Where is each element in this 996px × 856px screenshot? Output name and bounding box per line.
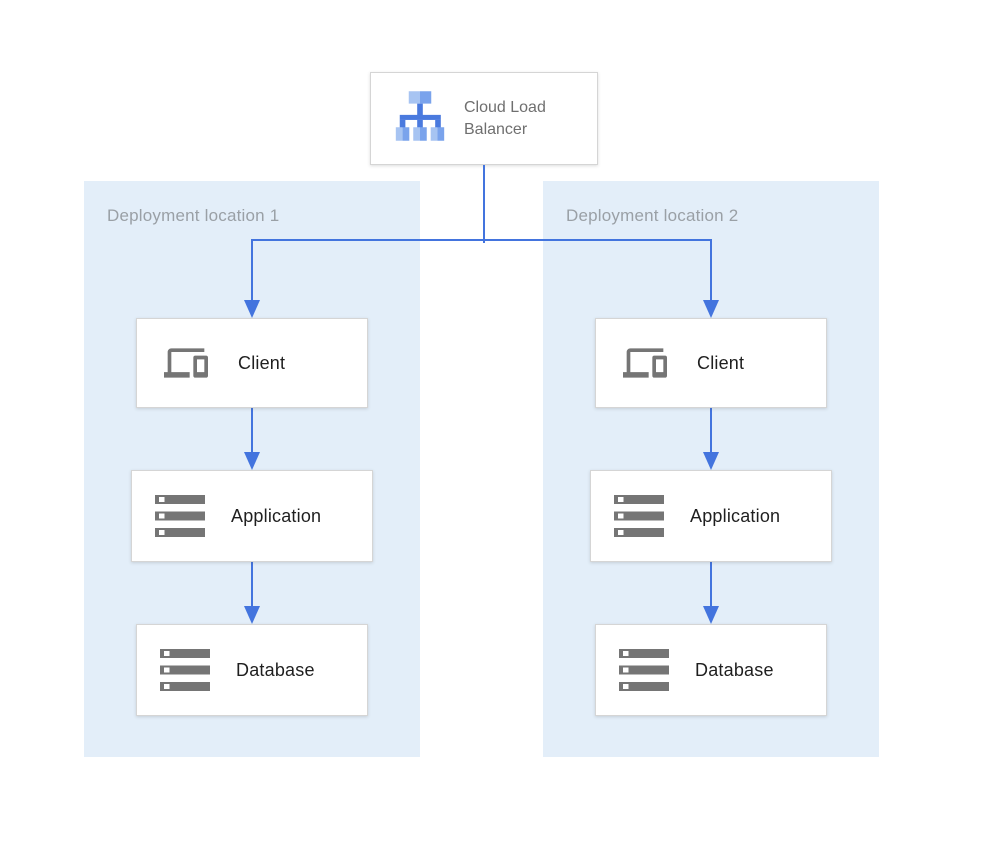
node-label: Database	[236, 659, 315, 680]
arrow-down-to-client-1	[244, 300, 260, 318]
zone-1-label: Deployment location 1	[107, 206, 280, 225]
arrow-down-to-database-2	[703, 606, 719, 624]
devices-icon	[160, 341, 212, 385]
load-balancer-icon	[393, 88, 447, 149]
client-node-2: Client	[595, 318, 827, 408]
zone-2-label: Deployment location 2	[566, 206, 739, 225]
connector-branch-right	[710, 239, 712, 301]
node-label: Client	[238, 352, 286, 373]
connector-split-bar	[251, 239, 712, 241]
connector-app-db-2	[710, 562, 712, 607]
devices-icon	[619, 341, 671, 385]
node-label: Application	[231, 505, 322, 526]
application-node-1: Application	[131, 470, 373, 562]
node-label: Application	[690, 505, 781, 526]
node-label: Client	[697, 352, 745, 373]
database-node-1: Database	[136, 624, 368, 716]
load-balancer-label: Cloud Load Balancer	[464, 98, 546, 138]
database-node-2: Database	[595, 624, 827, 716]
server-stack-icon	[155, 495, 205, 537]
arrow-down-to-application-1	[244, 452, 260, 470]
server-stack-icon	[619, 649, 669, 691]
server-stack-icon	[614, 495, 664, 537]
connector-app-db-1	[251, 562, 253, 607]
arrow-down-to-client-2	[703, 300, 719, 318]
connector-client-app-2	[710, 408, 712, 453]
arrow-down-to-database-1	[244, 606, 260, 624]
application-node-2: Application	[590, 470, 832, 562]
server-stack-icon	[160, 649, 210, 691]
arrow-down-to-application-2	[703, 452, 719, 470]
connector-lb-stem	[483, 165, 485, 243]
connector-client-app-1	[251, 408, 253, 453]
node-label: Database	[695, 659, 774, 680]
cloud-load-balancer-node: Cloud Load Balancer	[370, 72, 598, 165]
client-node-1: Client	[136, 318, 368, 408]
connector-branch-left	[251, 239, 253, 301]
